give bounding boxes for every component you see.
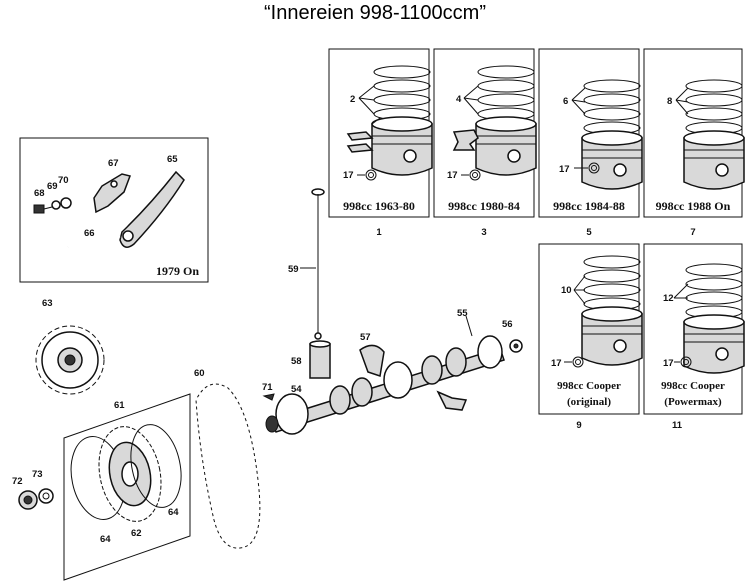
part-label-73: 73 — [32, 469, 43, 480]
part-label-64: 64 — [100, 534, 111, 545]
panel-index: 3 — [481, 227, 486, 238]
part-label-60: 60 — [194, 368, 205, 379]
part-label-17: 17 — [551, 358, 562, 369]
panel-caption: 998cc 1980-84 — [448, 199, 520, 213]
panel-998cc-cooper-original: 10 17 998cc Cooper (original) 9 — [538, 243, 643, 431]
panel-index: 5 — [586, 227, 592, 238]
part-label-66: 66 — [84, 228, 95, 239]
part-label-58: 58 — [291, 356, 302, 367]
part-label-10: 10 — [561, 285, 572, 296]
part-label-8: 8 — [667, 96, 672, 107]
part-label-57: 57 — [360, 332, 371, 343]
part-label-72: 72 — [12, 476, 23, 487]
panel-caption: 998cc 1988 On — [656, 199, 731, 213]
panel-998cc-1988-on: 8 998cc 1988 On 7 — [643, 48, 745, 238]
pushrod: 59 — [288, 188, 325, 340]
part-label-6: 6 — [563, 96, 568, 107]
part-label-69: 69 — [47, 181, 58, 192]
part-label-17: 17 — [343, 170, 354, 181]
cam-sprocket: 63 — [35, 298, 105, 395]
part-label-59: 59 — [288, 264, 299, 275]
page-title: “Innereien 998-1100ccm” — [264, 2, 486, 24]
panel-tensioner-1979-on: 68 69 70 67 65 66 1979 On — [19, 137, 209, 283]
part-label-67: 67 — [108, 158, 119, 169]
panel-998cc-1963-80: 2 17 998cc 1963-80 1 — [328, 48, 433, 238]
tappet: 58 — [291, 340, 331, 379]
panel-caption: 998cc 1963-80 — [343, 199, 415, 213]
panel-index: 1 — [376, 227, 382, 238]
panel-998cc-1984-88: 6 17 998cc 1984-88 5 — [538, 48, 643, 238]
part-label-71: 71 — [262, 382, 273, 393]
panel-index: 9 — [576, 420, 581, 431]
timing-chain: 60 — [194, 368, 262, 550]
panel-998cc-cooper-powermax: 12 17 998cc Cooper (Powermax) 11 — [643, 243, 745, 431]
part-label-56: 56 — [502, 319, 513, 330]
panel-caption: 1979 On — [156, 264, 199, 278]
part-label-55: 55 — [457, 308, 468, 319]
part-label-17: 17 — [447, 170, 458, 181]
part-label-2: 2 — [350, 94, 355, 105]
part-label-17: 17 — [559, 164, 570, 175]
panel-index: 7 — [690, 227, 695, 238]
part-label-64: 64 — [168, 507, 179, 518]
part-label-70: 70 — [58, 175, 69, 186]
part-label-4: 4 — [456, 94, 462, 105]
part-label-68: 68 — [34, 188, 45, 199]
panel-caption: 998cc 1984-88 — [553, 199, 625, 213]
crank-sprocket-panel: 61 64 62 64 — [63, 393, 191, 581]
panel-caption-line1: 998cc Cooper — [661, 380, 725, 392]
panel-caption-line2: (Powermax) — [664, 396, 722, 408]
part-label-12: 12 — [663, 293, 674, 304]
nut-and-washer: 72 73 — [12, 469, 54, 510]
panel-index: 11 — [672, 420, 683, 431]
panel-998cc-1980-84: 4 17 998cc 1980-84 3 — [433, 48, 537, 238]
part-label-63: 63 — [42, 298, 53, 309]
part-label-54: 54 — [291, 384, 302, 395]
part-label-17: 17 — [663, 358, 674, 369]
part-label-61: 61 — [114, 400, 125, 411]
part-label-65: 65 — [167, 154, 178, 165]
camshaft: 57 55 56 54 71 — [262, 308, 523, 435]
part-label-62: 62 — [131, 528, 142, 539]
panel-caption-line2: (original) — [567, 396, 611, 408]
panel-caption-line1: 998cc Cooper — [557, 380, 621, 392]
